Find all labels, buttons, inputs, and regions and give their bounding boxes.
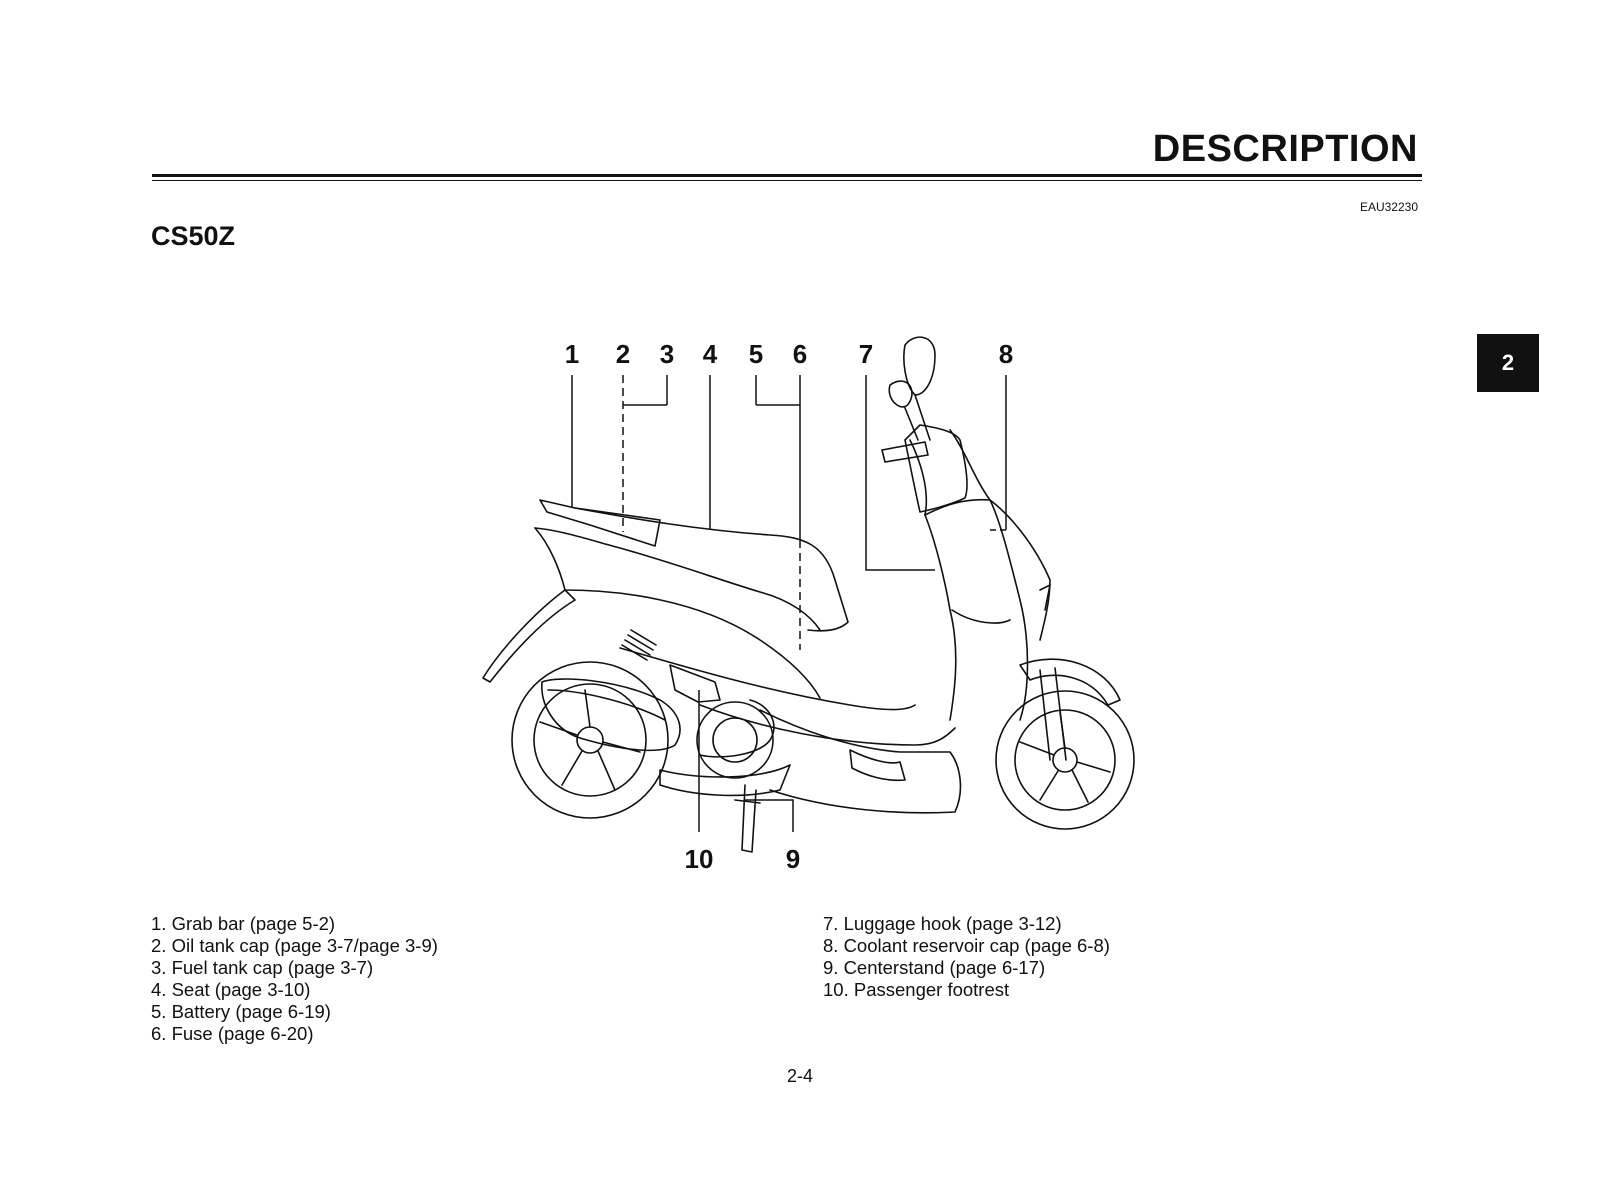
legend-item: 8. Coolant reservoir cap (page 6-8): [823, 935, 1110, 956]
callout-label: 10: [685, 844, 714, 874]
callout-label: 8: [999, 339, 1013, 369]
legend-item: 2. Oil tank cap (page 3-7/page 3-9): [151, 935, 438, 956]
legend-item: 5. Battery (page 6-19): [151, 1001, 331, 1022]
callout-label: 2: [616, 339, 630, 369]
callout-label: 9: [786, 844, 800, 874]
legend-list-left: 1. Grab bar (page 5-2) 2. Oil tank cap (…: [151, 913, 438, 1045]
legend-item: 3. Fuel tank cap (page 3-7): [151, 957, 374, 978]
scooter-illustration: [482, 336, 1135, 853]
callout-label: 1: [565, 339, 579, 369]
callout-label: 4: [703, 339, 718, 369]
legend-item: 7. Luggage hook (page 3-12): [823, 913, 1062, 934]
callout-label: 5: [749, 339, 763, 369]
callout-label: 3: [660, 339, 674, 369]
legend-item: 9. Centerstand (page 6-17): [823, 957, 1046, 978]
callout-labels: 1 2 3 4 5 6 7 8 9 10: [565, 339, 1013, 874]
callout-leaders: [571, 375, 1007, 832]
header-rule-thin: [152, 180, 1422, 181]
document-code: EAU32230: [1359, 200, 1418, 214]
header-rule: [152, 174, 1422, 177]
legend-item: 4. Seat (page 3-10): [151, 979, 311, 1000]
callout-label: 7: [859, 339, 873, 369]
section-title: DESCRIPTION: [1152, 128, 1418, 170]
model-title: CS50Z: [151, 221, 236, 251]
legend-list-right: 7. Luggage hook (page 3-12) 8. Coolant r…: [823, 913, 1110, 1001]
page-number: 2-4: [786, 1066, 813, 1086]
callout-label: 6: [793, 339, 807, 369]
legend-item: 1. Grab bar (page 5-2): [151, 913, 336, 934]
legend-item: 6. Fuse (page 6-20): [151, 1023, 314, 1044]
chapter-tab[interactable]: 2: [1477, 334, 1539, 392]
legend-item: 10. Passenger footrest: [823, 979, 1010, 1000]
